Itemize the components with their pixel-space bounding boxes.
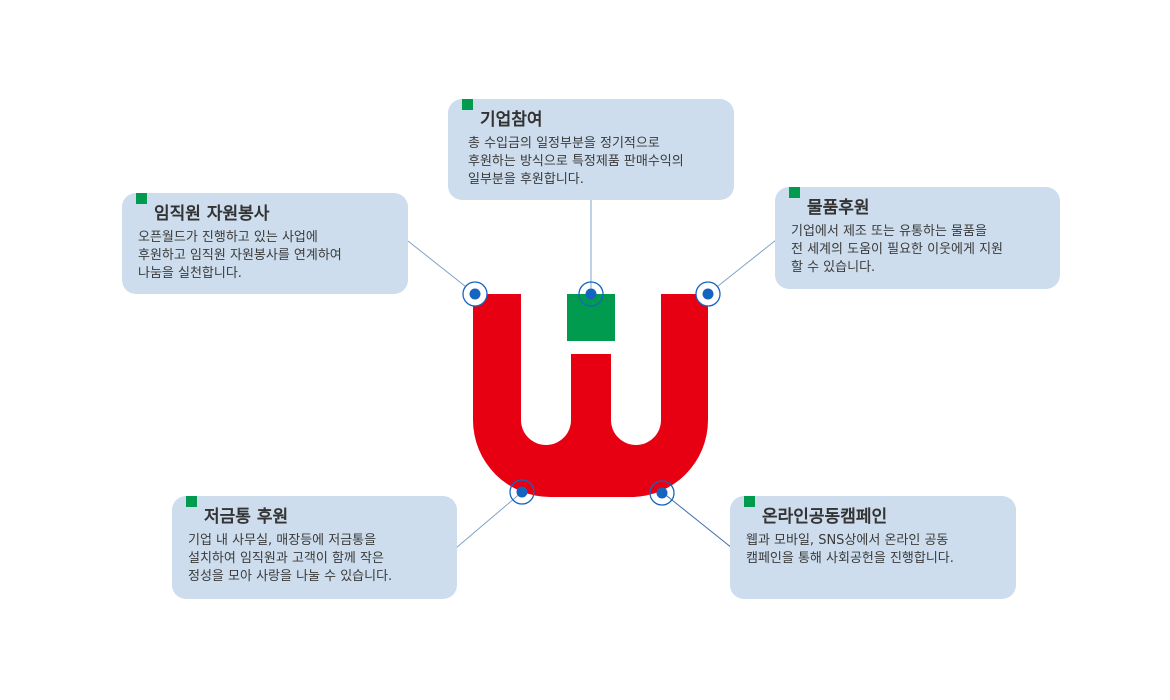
green-square-marker [744, 496, 755, 507]
anchor-dot-bottom-left [509, 479, 535, 505]
anchor-dot-top [578, 281, 604, 307]
anchor-dot-bottom-right [649, 480, 675, 506]
card-title: 물품후원 [807, 198, 870, 218]
connector-right [707, 239, 777, 295]
card-title: 임직원 자원봉사 [154, 204, 270, 224]
card-description: 오픈월드가 진행하고 있는 사업에 후원하고 임직원 자원봉사를 연계하여 나눔… [138, 230, 342, 281]
logo-green-square [567, 294, 615, 341]
card-title: 온라인공동캠페인 [762, 507, 888, 527]
card-title: 저금통 후원 [204, 507, 289, 527]
green-square-marker [186, 496, 197, 507]
card-corporate-participation: 기업참여 총 수입금의 일정부분을 정기적으로 후원하는 방식으로 특정제품 판… [448, 99, 734, 200]
connector-left [407, 240, 476, 295]
card-description: 기업 내 사무실, 매장등에 저금통을 설치하여 임직원과 고객이 함께 작은 … [188, 533, 393, 584]
card-title: 기업참여 [480, 110, 543, 130]
connector-bottom-right [661, 491, 733, 549]
card-description: 기업에서 제조 또는 유통하는 물품을 전 세계의 도움이 필요한 이웃에게 지… [791, 224, 1004, 275]
green-square-marker [136, 193, 147, 204]
card-online-joint-campaign: 온라인공동캠페인 웹과 모바일, SNS상에서 온라인 공동 캠페인을 통해 사… [730, 496, 1016, 599]
green-square-marker [789, 187, 800, 198]
green-square-marker [462, 99, 473, 110]
card-employee-volunteering: 임직원 자원봉사 오픈월드가 진행하고 있는 사업에 후원하고 임직원 자원봉사… [122, 193, 408, 294]
connector-bottom-left [455, 491, 523, 549]
card-piggy-bank-donation: 저금통 후원 기업 내 사무실, 매장등에 저금통을 설치하여 임직원과 고객이… [172, 496, 457, 599]
anchor-dot-left [462, 281, 488, 307]
anchor-dot-right [695, 281, 721, 307]
card-description: 총 수입금의 일정부분을 정기적으로 후원하는 방식으로 특정제품 판매수익의 … [468, 136, 684, 187]
card-description: 웹과 모바일, SNS상에서 온라인 공동 캠페인을 통해 사회공헌을 진행합니… [746, 533, 954, 566]
card-goods-donation: 물품후원 기업에서 제조 또는 유통하는 물품을 전 세계의 도움이 필요한 이… [775, 187, 1060, 289]
logo-w-shape [473, 294, 708, 497]
